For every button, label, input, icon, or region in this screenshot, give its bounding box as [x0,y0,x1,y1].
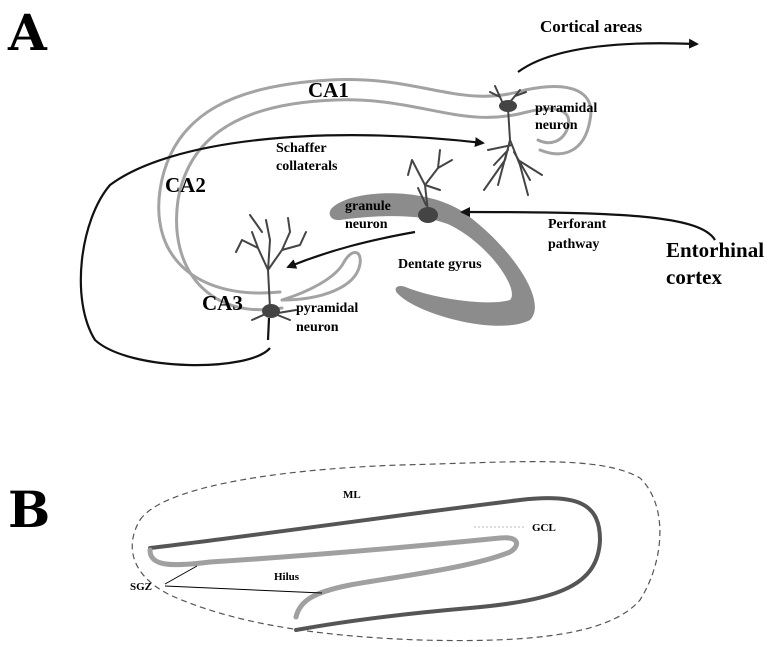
gcl-line [150,498,600,630]
label-granule-1: granule [345,199,391,214]
label-ca3: CA3 [202,291,243,315]
panel-b: B ML GCL Hilus SGZ [8,462,660,641]
ca1-pyramidal-neuron [484,86,542,195]
label-ca3-pyramidal-2: neuron [296,320,339,335]
panel-a: A [7,3,764,365]
label-schaffer-1: Schaffer [276,141,327,156]
label-ca1-pyramidal-1: pyramidal [535,101,597,116]
label-perforant-1: Perforant [548,217,607,232]
panel-a-letter: A [7,3,48,62]
label-sgz: SGZ [130,581,152,593]
sgz-line [150,538,517,617]
label-entorhinal-1: Entorhinal [666,238,764,262]
label-schaffer-2: collaterals [276,159,338,174]
label-ca2: CA2 [165,173,206,197]
cortical-output-arrow [518,43,697,72]
label-ca1-pyramidal-2: neuron [535,118,578,133]
label-dentate-gyrus: Dentate gyrus [398,257,482,272]
label-cortical-areas: Cortical areas [540,17,643,36]
label-ca1: CA1 [308,78,349,102]
label-ca3-pyramidal-1: pyramidal [296,301,358,316]
label-gcl: GCL [532,522,556,534]
mossy-fiber-arrow [288,232,415,267]
label-perforant-2: pathway [548,237,599,252]
label-granule-2: neuron [345,217,388,232]
label-entorhinal-2: cortex [666,265,722,289]
label-ml: ML [343,489,361,501]
panel-b-letter: B [8,480,50,539]
ca3-axon-down [268,318,269,340]
label-hilus: Hilus [274,571,300,583]
ca3-hook [282,252,360,300]
